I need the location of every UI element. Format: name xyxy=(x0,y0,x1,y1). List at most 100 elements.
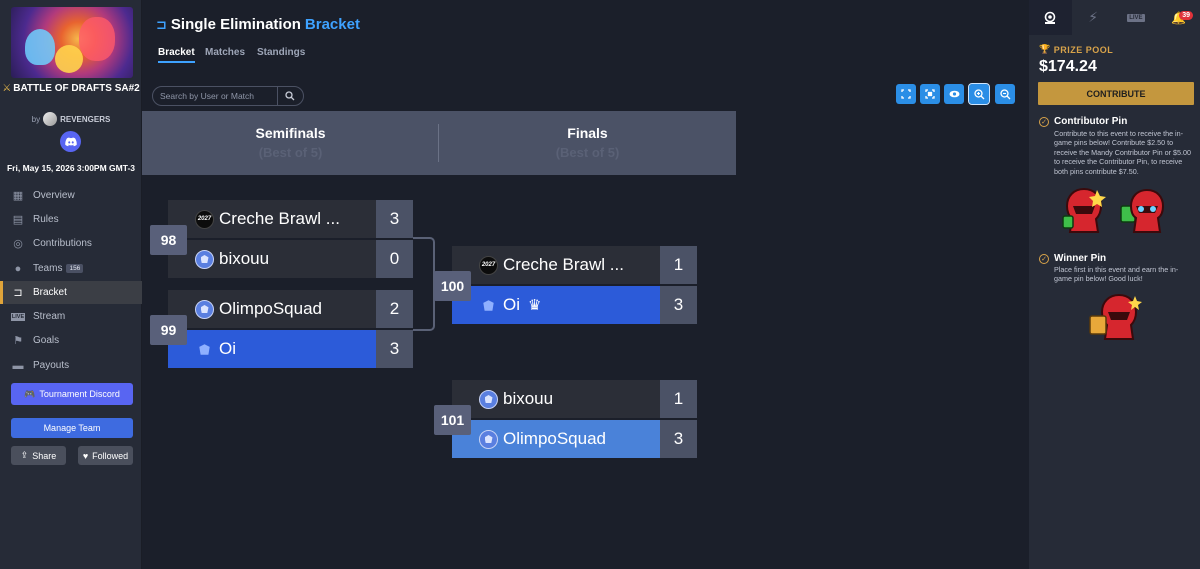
right-tabs: ⚡ LIVE 🔔39 xyxy=(1029,0,1200,35)
event-banner[interactable] xyxy=(11,7,133,78)
bracket-icon: ⊐ xyxy=(156,16,167,32)
share-button[interactable]: ⇪Share xyxy=(11,446,66,465)
team-name: Creche Brawl ... xyxy=(219,209,340,228)
team-name: OlimpoSquad xyxy=(503,429,607,448)
medal-icon xyxy=(1045,11,1056,24)
nav-bracket[interactable]: ⊐Bracket xyxy=(0,281,142,304)
winner-pin-title: ✓Winner Pin xyxy=(1039,253,1106,264)
tab-bracket[interactable]: Bracket xyxy=(158,47,195,63)
trophy-icon: 🏆 xyxy=(1039,44,1051,54)
match-99[interactable]: 99 OlimpoSquad 2 Oi 3 xyxy=(150,290,413,370)
team-score: 3 xyxy=(376,200,413,238)
tab-activity[interactable]: ⚡ xyxy=(1072,0,1115,35)
rules-icon: ▤ xyxy=(12,214,24,226)
search-icon[interactable] xyxy=(277,87,301,105)
match-number: 99 xyxy=(150,315,187,345)
match-team-row[interactable]: bixouu 1 xyxy=(452,380,697,418)
match-number: 100 xyxy=(434,271,471,301)
team-score: 1 xyxy=(660,380,697,418)
check-circle-icon: ✓ xyxy=(1039,253,1049,264)
manage-team-button[interactable]: Manage Team xyxy=(11,418,133,438)
team-logo-icon: 2027 xyxy=(195,209,214,229)
event-date: Fri, May 15, 2026 3:00PM GMT-3 xyxy=(6,163,136,173)
team-score: 3 xyxy=(376,330,413,368)
discord-icon[interactable] xyxy=(60,131,81,152)
nav-payouts[interactable]: ▬Payouts xyxy=(12,359,70,372)
round-divider xyxy=(438,124,439,162)
lightning-icon: ⚡ xyxy=(1088,9,1099,25)
team-logo-icon xyxy=(195,340,214,359)
match-team-row[interactable]: OlimpoSquad 2 xyxy=(168,290,413,328)
match-team-row[interactable]: bixouu 0 xyxy=(168,240,413,278)
tab-notifications[interactable]: 🔔39 xyxy=(1157,0,1200,35)
swords-icon: ⚔ xyxy=(2,83,12,94)
search-input[interactable] xyxy=(153,91,277,101)
event-title: ⚔BATTLE OF DRAFTS SA#2 xyxy=(2,83,140,94)
right-panel: ⚡ LIVE 🔔39 🏆PRIZE POOL $174.24 CONTRIBUT… xyxy=(1029,0,1200,569)
match-team-row[interactable]: 2027 Creche Brawl ... 3 xyxy=(168,200,413,238)
tab-matches[interactable]: Matches xyxy=(205,47,246,58)
match-team-row[interactable]: Oi♛ 3 xyxy=(452,286,697,324)
match-101[interactable]: 101 bixouu 1 OlimpoSquad 3 xyxy=(434,380,697,460)
organizer-line[interactable]: by REVENGERS xyxy=(0,112,142,126)
team-name: Oi xyxy=(503,295,520,314)
team-score: 1 xyxy=(660,246,697,284)
contribute-button[interactable]: CONTRIBUTE xyxy=(1038,82,1194,105)
organizer-name[interactable]: REVENGERS xyxy=(60,114,111,124)
nav-contributions[interactable]: ◎Contributions xyxy=(0,232,142,255)
nav-goals[interactable]: ⚑Goals xyxy=(0,329,142,352)
eye-icon[interactable] xyxy=(944,84,964,104)
team-name: OlimpoSquad xyxy=(219,299,323,318)
tab-prize[interactable] xyxy=(1029,0,1072,35)
team-name: bixouu xyxy=(219,249,270,268)
winner-pin-icon xyxy=(1089,293,1142,340)
check-circle-icon: ✓ xyxy=(1039,116,1049,127)
match-team-row[interactable]: Oi 3 xyxy=(168,330,413,368)
tournament-discord-button[interactable]: 🎮Tournament Discord xyxy=(11,383,133,405)
tab-standings[interactable]: Standings xyxy=(257,47,306,58)
round-finals: Finals (Best of 5) xyxy=(555,125,620,160)
team-name: Oi xyxy=(219,339,236,358)
notification-badge: 39 xyxy=(1179,11,1194,20)
bracket-icon: ⊐ xyxy=(13,287,23,299)
live-icon: LIVE xyxy=(1127,13,1145,22)
team-score: 3 xyxy=(660,420,697,458)
fit-screen-icon[interactable] xyxy=(920,84,940,104)
fullscreen-icon[interactable] xyxy=(896,84,916,104)
match-team-row[interactable]: OlimpoSquad 3 xyxy=(452,420,697,458)
payout-icon: ▬ xyxy=(12,359,24,372)
mandy-pin-icon xyxy=(1062,187,1106,233)
coins-icon: ◎ xyxy=(13,238,23,250)
search-box xyxy=(152,86,304,106)
contributor-pin-desc: Contribute to this event to receive the … xyxy=(1054,129,1192,176)
main-content: ⊐ Single Elimination Bracket Bracket Mat… xyxy=(142,0,1028,569)
nav-rules[interactable]: ▤Rules xyxy=(12,214,59,226)
prize-pool-label: 🏆PRIZE POOL xyxy=(1039,44,1114,55)
page-title: ⊐ Single Elimination Bracket xyxy=(156,16,360,33)
grid-icon: ▦ xyxy=(12,190,24,202)
match-number: 101 xyxy=(434,405,471,435)
rounds-header: Semifinals (Best of 5) Finals (Best of 5… xyxy=(142,111,736,175)
nav-overview[interactable]: ▦Overview xyxy=(12,190,75,202)
flag-icon: ⚑ xyxy=(13,335,23,347)
zoom-out-icon[interactable] xyxy=(995,84,1015,104)
team-logo-icon xyxy=(479,389,498,409)
team-score: 2 xyxy=(376,290,413,328)
tab-live[interactable]: LIVE xyxy=(1115,0,1158,35)
live-icon: LIVE xyxy=(10,312,26,321)
team-logo-icon xyxy=(479,429,498,449)
contributor-pin-title: ✓Contributor Pin xyxy=(1039,116,1127,127)
share-icon: ⇪ xyxy=(20,450,29,460)
team-logo-icon xyxy=(195,299,214,319)
team-score: 0 xyxy=(376,240,413,278)
team-logo-icon xyxy=(479,296,498,315)
zoom-in-icon[interactable] xyxy=(968,83,990,105)
followed-button[interactable]: ♥Followed xyxy=(78,446,133,465)
organizer-avatar[interactable] xyxy=(43,112,58,126)
teams-count-badge: 156 xyxy=(66,264,84,273)
